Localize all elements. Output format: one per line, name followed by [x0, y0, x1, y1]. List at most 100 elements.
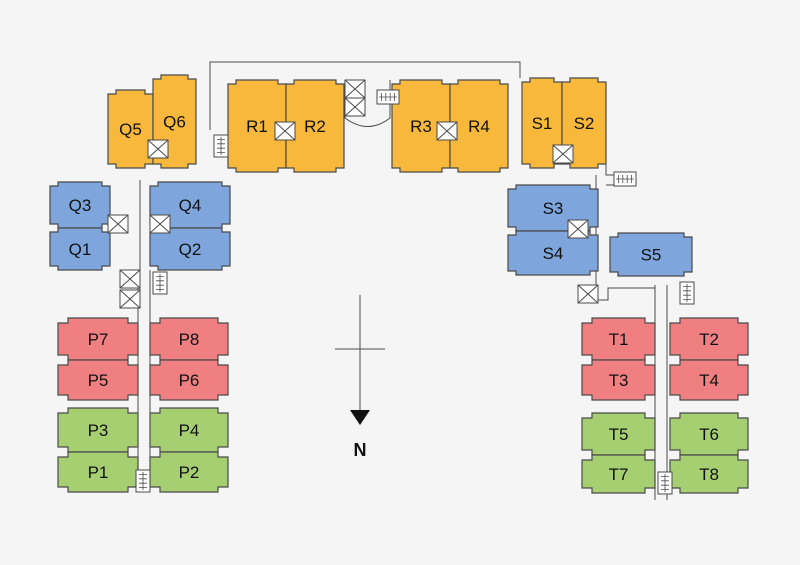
unit-label: T3 [609, 371, 629, 390]
unit-label: R3 [410, 117, 432, 136]
unit-p6: P6 [149, 359, 229, 401]
lift-icon [344, 79, 366, 99]
unit-r2: R2 [285, 79, 345, 173]
unit-t3: T3 [581, 359, 656, 401]
unit-q5: Q5 [107, 89, 154, 169]
unit-label: T4 [699, 371, 719, 390]
unit-p3: P3 [57, 407, 139, 453]
unit-shape [149, 359, 229, 401]
north-label: N [354, 440, 367, 460]
unit-q3: Q3 [49, 181, 111, 229]
unit-label: P1 [88, 463, 109, 482]
unit-shape [107, 89, 154, 169]
unit-label: Q1 [69, 240, 92, 259]
staircase-icon [613, 171, 637, 187]
unit-p2: P2 [149, 451, 229, 493]
unit-shape [391, 79, 451, 173]
unit-label: R4 [468, 117, 490, 136]
unit-label: Q5 [119, 120, 142, 139]
r-bridge [344, 80, 391, 127]
unit-label: P8 [179, 330, 200, 349]
unit-t4: T4 [669, 359, 749, 401]
unit-label: R2 [304, 117, 326, 136]
lift-icon [552, 144, 574, 164]
unit-shape [285, 79, 345, 173]
unit-label: S1 [532, 114, 553, 133]
unit-label: Q2 [179, 240, 202, 259]
unit-shape [581, 454, 656, 494]
compass: N [335, 295, 385, 460]
staircase-icon [135, 469, 151, 493]
unit-shape [581, 359, 656, 401]
lift-icon [436, 121, 458, 141]
unit-shape [449, 79, 509, 173]
unit-p4: P4 [149, 407, 229, 453]
right-corridor-t [654, 285, 668, 500]
unit-t1: T1 [581, 317, 656, 361]
staircase-icon [679, 281, 695, 305]
unit-s5: S5 [609, 232, 693, 277]
unit-s4: S4 [507, 230, 599, 276]
staircase-icon [152, 271, 168, 295]
cores-layer [107, 79, 695, 495]
unit-p8: P8 [149, 317, 229, 361]
unit-r1: R1 [227, 79, 287, 173]
unit-label: Q4 [179, 196, 202, 215]
unit-label: P3 [88, 421, 109, 440]
staircase-icon [213, 134, 229, 158]
unit-label: S2 [574, 114, 595, 133]
unit-t7: T7 [581, 454, 656, 494]
unit-label: P6 [179, 371, 200, 390]
lift-icon [567, 219, 589, 239]
unit-shape [669, 454, 749, 494]
unit-label: T1 [609, 330, 629, 349]
unit-shape [57, 451, 139, 493]
unit-shape [521, 77, 563, 169]
unit-p5: P5 [57, 359, 139, 401]
unit-label: T8 [699, 465, 719, 484]
lift-icon [119, 289, 141, 309]
unit-label: P7 [88, 330, 109, 349]
unit-shape [669, 359, 749, 401]
unit-shape [57, 359, 139, 401]
unit-t6: T6 [669, 412, 749, 456]
unit-label: T6 [699, 425, 719, 444]
top-corridor [209, 61, 521, 130]
unit-label: P5 [88, 371, 109, 390]
unit-label: S4 [543, 244, 564, 263]
unit-t2: T2 [669, 317, 749, 361]
unit-label: S5 [641, 246, 662, 265]
lift-icon [119, 269, 141, 289]
staircase-icon [657, 471, 673, 495]
unit-shape [507, 230, 599, 276]
unit-t5: T5 [581, 412, 656, 456]
unit-r3: R3 [391, 79, 451, 173]
lift-icon [274, 121, 296, 141]
unit-label: Q3 [69, 196, 92, 215]
unit-shape [49, 227, 111, 271]
unit-shape [227, 79, 287, 173]
unit-shape [609, 232, 693, 277]
unit-label: Q6 [163, 113, 186, 132]
lift-icon [147, 139, 169, 159]
unit-q1: Q1 [49, 227, 111, 271]
unit-t8: T8 [669, 454, 749, 494]
unit-q2: Q2 [149, 227, 231, 271]
unit-shape [149, 451, 229, 493]
north-arrow-icon [350, 410, 370, 425]
lift-icon [344, 97, 366, 117]
lift-icon [149, 214, 171, 234]
staircase-icon [376, 89, 400, 105]
unit-label: S3 [543, 199, 564, 218]
unit-label: T7 [609, 465, 629, 484]
unit-label: T5 [609, 425, 629, 444]
lift-icon [107, 214, 129, 234]
unit-label: P4 [179, 421, 200, 440]
unit-label: R1 [246, 117, 268, 136]
unit-p7: P7 [57, 317, 139, 361]
lift-icon [577, 284, 599, 304]
unit-label: T2 [699, 330, 719, 349]
unit-r4: R4 [449, 79, 509, 173]
unit-p1: P1 [57, 451, 139, 493]
